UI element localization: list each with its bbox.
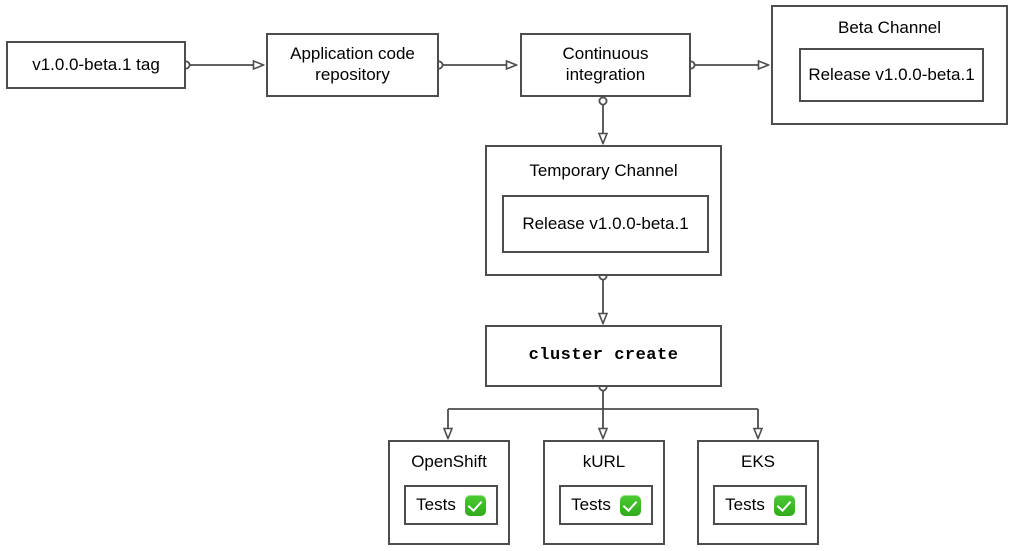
kurl-tests-row: Tests bbox=[571, 494, 641, 516]
ci-label-line2: integration bbox=[565, 65, 646, 84]
node-kurl[interactable]: kURL Tests bbox=[543, 440, 665, 545]
node-openshift[interactable]: OpenShift Tests bbox=[388, 440, 510, 545]
node-beta-channel[interactable]: Beta Channel Release v1.0.0-beta.1 bbox=[771, 5, 1008, 125]
ci-label-line1: Continuous bbox=[562, 44, 649, 64]
node-eks[interactable]: EKS Tests bbox=[697, 440, 819, 545]
node-openshift-tests[interactable]: Tests bbox=[404, 485, 498, 525]
node-temporary-channel-release-label: Release v1.0.0-beta.1 bbox=[522, 213, 689, 233]
node-cluster-create-label: cluster create bbox=[528, 345, 679, 365]
eks-tests-label: Tests bbox=[725, 494, 765, 514]
openshift-tests-label: Tests bbox=[416, 494, 456, 514]
node-temporary-channel-title: Temporary Channel bbox=[529, 161, 678, 180]
node-eks-tests[interactable]: Tests bbox=[713, 485, 807, 525]
edge-repo-to-ci bbox=[434, 61, 516, 68]
node-continuous-integration[interactable]: Continuous integration bbox=[520, 33, 691, 97]
node-version-tag-label: v1.0.0-beta.1 tag bbox=[32, 54, 160, 74]
kurl-tests-label: Tests bbox=[571, 494, 611, 514]
node-kurl-tests[interactable]: Tests bbox=[559, 485, 653, 525]
node-version-tag[interactable]: v1.0.0-beta.1 tag bbox=[6, 41, 186, 89]
edge-tag-to-repo bbox=[181, 61, 263, 68]
node-eks-title: EKS bbox=[740, 452, 776, 471]
check-mark-icon bbox=[619, 494, 641, 516]
edge-cluster-create-branch bbox=[448, 382, 758, 438]
node-temporary-channel[interactable]: Temporary Channel Release v1.0.0-beta.1 bbox=[485, 145, 722, 276]
node-openshift-title: OpenShift bbox=[411, 452, 487, 471]
check-mark-icon bbox=[464, 494, 486, 516]
node-continuous-integration-label: Continuous integration bbox=[562, 44, 648, 85]
edge-temporary-channel-to-cluster-create bbox=[599, 271, 606, 323]
node-beta-channel-title: Beta Channel bbox=[837, 18, 942, 37]
edge-ci-to-temporary-channel bbox=[599, 96, 606, 143]
node-beta-channel-release-label: Release v1.0.0-beta.1 bbox=[808, 64, 975, 84]
repo-label-line1: Application code bbox=[290, 44, 415, 64]
edge-ci-to-beta-channel bbox=[686, 61, 768, 68]
node-application-code-repository[interactable]: Application code repository bbox=[266, 33, 439, 97]
openshift-tests-row: Tests bbox=[416, 494, 486, 516]
node-cluster-create[interactable]: cluster create bbox=[485, 325, 722, 387]
node-temporary-channel-release[interactable]: Release v1.0.0-beta.1 bbox=[502, 195, 709, 253]
node-application-code-repository-label: Application code repository bbox=[290, 44, 415, 85]
node-beta-channel-release[interactable]: Release v1.0.0-beta.1 bbox=[799, 48, 984, 102]
eks-tests-row: Tests bbox=[725, 494, 795, 516]
check-mark-icon bbox=[773, 494, 795, 516]
repo-label-line2: repository bbox=[315, 65, 390, 84]
node-kurl-title: kURL bbox=[582, 452, 626, 471]
